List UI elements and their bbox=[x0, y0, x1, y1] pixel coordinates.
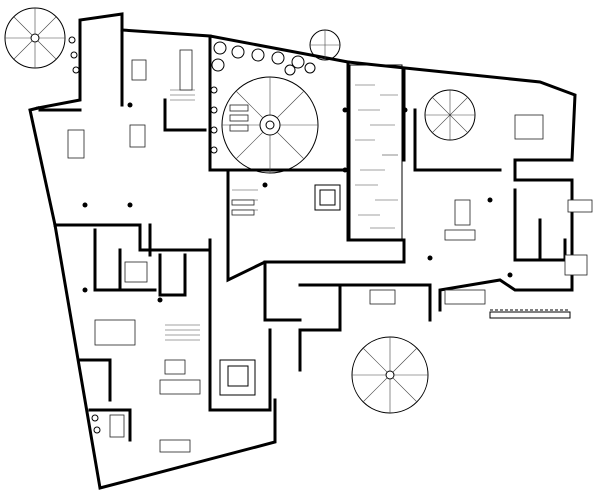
sofa-icon bbox=[369, 289, 396, 305]
table-icon bbox=[179, 49, 193, 91]
plan-line bbox=[219, 359, 256, 396]
plan-line bbox=[163, 98, 207, 132]
tree-icon bbox=[424, 89, 476, 141]
plan-line bbox=[425, 90, 475, 140]
plan-line bbox=[93, 426, 101, 434]
bed-icon bbox=[124, 261, 148, 283]
plan-line bbox=[72, 66, 80, 74]
plan-line bbox=[284, 64, 296, 76]
plan-line bbox=[251, 48, 265, 62]
plan-line bbox=[222, 77, 318, 173]
pool-deck bbox=[314, 64, 403, 241]
plan-line bbox=[231, 199, 255, 206]
plan-line bbox=[262, 182, 268, 188]
plan-line bbox=[304, 62, 316, 74]
bed-icon bbox=[564, 254, 588, 276]
plan-line bbox=[93, 228, 157, 292]
plan-line bbox=[487, 197, 493, 203]
plan-line bbox=[229, 124, 249, 132]
plan-line bbox=[82, 202, 88, 208]
plan-line bbox=[213, 41, 227, 55]
plan-line bbox=[5, 8, 65, 68]
plan-line bbox=[291, 55, 305, 69]
plan-line bbox=[227, 365, 249, 387]
bed-icon bbox=[514, 114, 544, 140]
plan-line bbox=[211, 58, 225, 72]
sofa-icon bbox=[444, 289, 486, 305]
plan-line bbox=[310, 30, 340, 60]
plan-line bbox=[355, 84, 398, 229]
plan-line bbox=[229, 104, 249, 112]
plan-line bbox=[342, 107, 348, 113]
plan-line bbox=[319, 189, 336, 206]
plan-line bbox=[349, 64, 403, 241]
plan-line bbox=[338, 283, 432, 322]
plan-line bbox=[78, 358, 112, 402]
table-icon bbox=[131, 59, 147, 81]
plan-line bbox=[70, 51, 78, 59]
plan-line bbox=[82, 287, 88, 293]
plan-line bbox=[231, 209, 255, 216]
plan-line bbox=[265, 120, 275, 130]
sofa-icon bbox=[454, 199, 471, 226]
plan-line bbox=[314, 184, 341, 211]
plan-line bbox=[210, 86, 218, 94]
sofa-icon bbox=[129, 124, 146, 148]
plan-line bbox=[30, 33, 40, 43]
bed-icon bbox=[67, 129, 85, 159]
sofa-icon bbox=[444, 229, 476, 241]
plan-line bbox=[226, 168, 347, 283]
plan-line bbox=[352, 337, 428, 413]
plan-line bbox=[507, 272, 513, 278]
plan-line bbox=[208, 34, 347, 172]
plan-line bbox=[438, 158, 574, 312]
trees bbox=[4, 7, 571, 434]
plan-line bbox=[427, 255, 433, 261]
columns bbox=[82, 102, 513, 303]
plan-line bbox=[28, 106, 57, 227]
plan-line bbox=[127, 102, 133, 108]
plan-line bbox=[88, 408, 132, 442]
plan-line bbox=[413, 108, 502, 172]
plan-line bbox=[402, 107, 408, 113]
tree-icon bbox=[351, 336, 429, 414]
stair-icon bbox=[165, 89, 258, 396]
plan-line bbox=[210, 126, 218, 134]
plan-line bbox=[210, 106, 218, 114]
tree-icon bbox=[309, 29, 341, 61]
plan-line bbox=[385, 370, 395, 380]
interior-walls bbox=[38, 98, 567, 442]
plan-line bbox=[343, 60, 406, 264]
plan-line bbox=[210, 146, 218, 154]
plan-line bbox=[91, 414, 99, 422]
plan-line bbox=[229, 114, 249, 122]
tree-icon bbox=[221, 76, 319, 174]
sofa-icon bbox=[159, 379, 201, 395]
shrub-row bbox=[68, 36, 316, 434]
plan-line bbox=[271, 51, 285, 65]
plan-line bbox=[68, 36, 76, 44]
plan-line bbox=[53, 223, 212, 252]
tree-icon bbox=[4, 7, 66, 69]
plan-line bbox=[127, 202, 133, 208]
plan-line bbox=[109, 414, 125, 438]
plan-line bbox=[157, 297, 163, 303]
bathtub-icon bbox=[567, 199, 593, 213]
exterior-walls bbox=[28, 12, 577, 490]
plan-line bbox=[231, 45, 245, 59]
plan-line bbox=[36, 12, 124, 110]
sofa-icon bbox=[159, 439, 191, 453]
plan-line bbox=[489, 311, 571, 319]
plan-line bbox=[263, 260, 302, 322]
plan-line bbox=[208, 238, 272, 412]
table-icon bbox=[164, 359, 186, 375]
plan-line bbox=[53, 223, 277, 490]
plan-line bbox=[298, 283, 342, 372]
table-icon bbox=[94, 319, 136, 346]
planter-dots bbox=[489, 311, 571, 319]
furniture bbox=[67, 49, 593, 453]
plan-line bbox=[158, 253, 187, 297]
plan-line bbox=[342, 167, 348, 173]
